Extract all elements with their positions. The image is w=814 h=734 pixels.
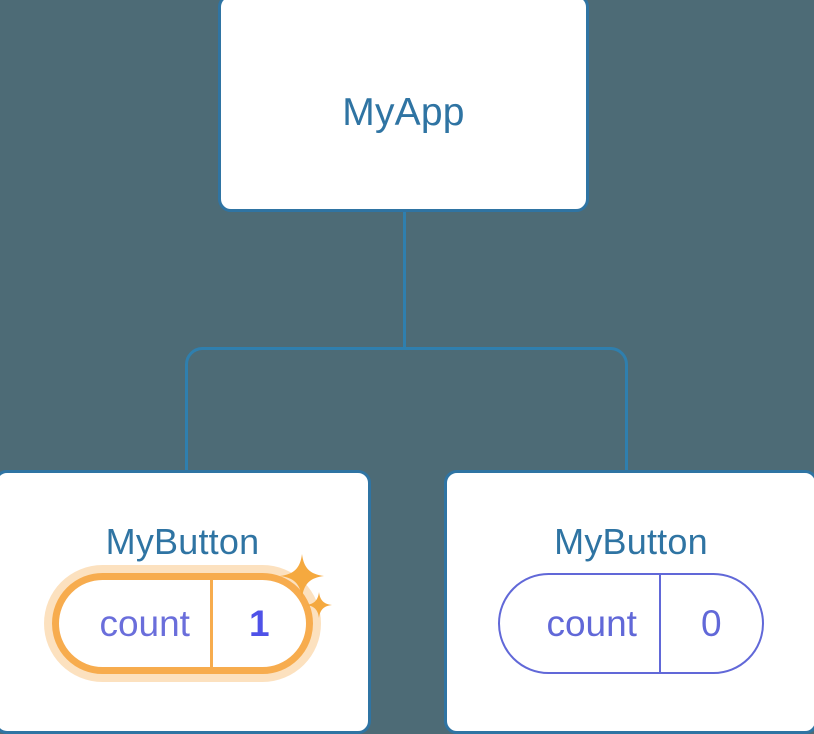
state-pill-2-key: count bbox=[546, 603, 637, 644]
state-pill-wrap-2: count 0 bbox=[447, 573, 814, 674]
node-mybutton-1[interactable]: MyButton count 1 bbox=[0, 470, 371, 734]
state-pill-wrap-1: count 1 bbox=[0, 554, 368, 674]
state-pill-1-value: 1 bbox=[248, 603, 270, 644]
node-mybutton-2-title: MyButton bbox=[554, 521, 708, 562]
node-mybutton-2[interactable]: MyButton count 0 bbox=[444, 470, 814, 734]
state-pill-1[interactable]: count 1 bbox=[52, 554, 332, 674]
state-pill-2[interactable]: count 0 bbox=[498, 573, 764, 674]
node-mybutton-1-title: MyButton bbox=[105, 521, 260, 562]
sparkle-icon bbox=[305, 592, 332, 618]
state-pill-2-value: 0 bbox=[700, 603, 722, 644]
state-pill-1-key: count bbox=[99, 603, 190, 644]
connector-bus-left bbox=[185, 347, 405, 472]
connector-bus-right bbox=[404, 347, 628, 472]
node-myapp[interactable]: MyApp bbox=[218, 0, 589, 212]
state-pill-1-divider bbox=[209, 580, 213, 667]
node-myapp-title: MyApp bbox=[342, 91, 465, 134]
state-pill-2-divider bbox=[658, 575, 661, 672]
